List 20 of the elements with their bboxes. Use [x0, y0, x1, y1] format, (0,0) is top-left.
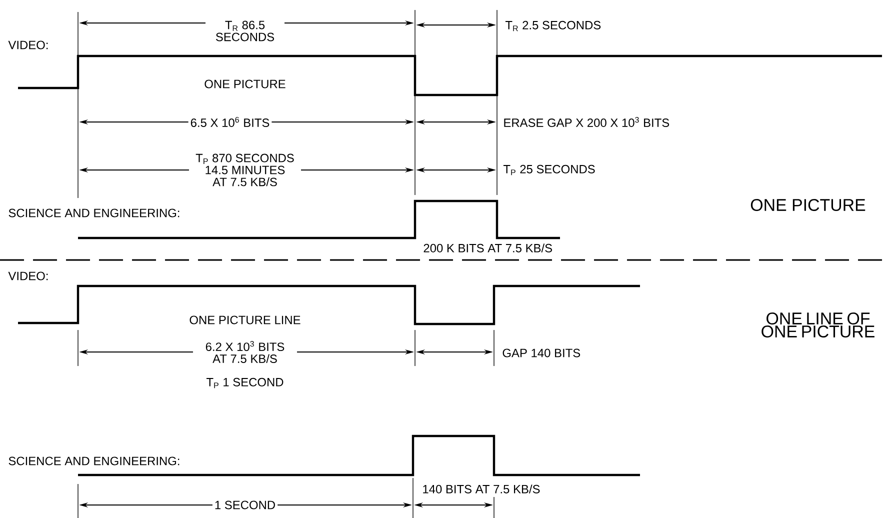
section-title: ONE PICTURE: [750, 199, 866, 211]
dimension-label: T$_{P}$ 25 SECONDS: [503, 164, 595, 176]
dimension-label: T$_{R}$ 86.5 SECONDS: [206, 18, 284, 44]
section-title: ONE LINE OF ONE PICTURE: [762, 312, 874, 338]
dimension-label: 200 K BITS AT 7.5 KB/S: [424, 244, 552, 252]
dimension-label: 6.5 X 10$^{6}$ BITS: [188, 114, 272, 129]
signal-label: ONE PICTURE LINE: [190, 316, 300, 324]
signal-label: ONE PICTURE: [204, 80, 286, 88]
signal-label: VIDEO:: [8, 272, 48, 280]
dimension-label: 1 SECOND: [212, 498, 278, 512]
dimension-label: 6.2 X 10$^{3}$ BITS AT 7.5 KB/S: [193, 339, 297, 365]
signal-label: SCIENCE AND ENGINEERING:: [8, 208, 180, 218]
dimension-label: T$_{R}$ 2.5 SECONDS: [505, 20, 601, 32]
dimension-label: T$_{P}$ 1 SECOND: [206, 378, 284, 388]
signal-label: SCIENCE AND ENGINEERING:: [8, 456, 180, 466]
dimension-label: GAP 140 BITS: [502, 348, 580, 358]
signal-label: VIDEO:: [8, 40, 48, 50]
dimension-label: ERASE GAP X 200 X 10$^{3}$ BITS: [504, 117, 670, 127]
dimension-label: T$_{P}$ 870 SECONDS 14.5 MINUTES AT 7.5 KB/S: [189, 152, 301, 188]
dimension-label: 140 BITS AT 7.5 KB/S: [423, 484, 540, 494]
